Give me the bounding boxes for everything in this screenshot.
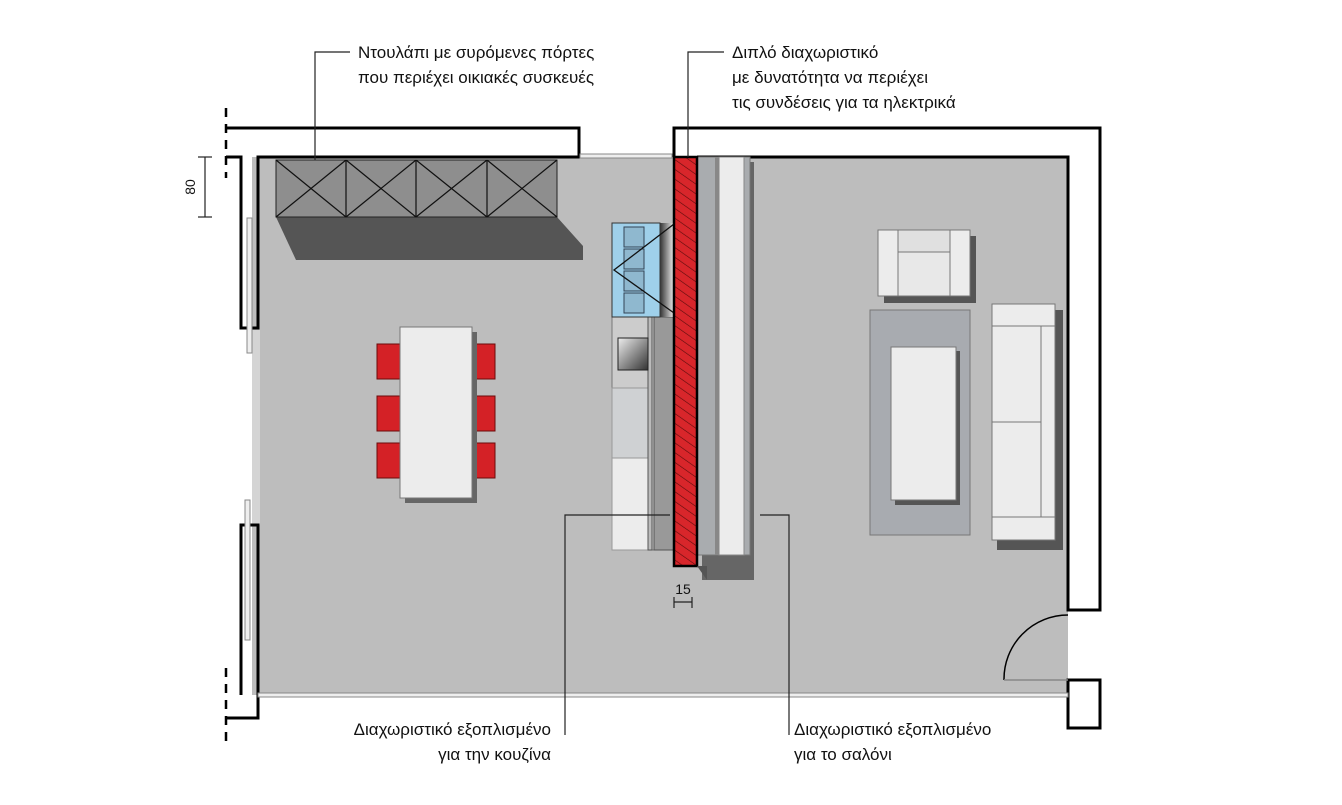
leader-lines — [314, 51, 790, 735]
living-cabinet — [696, 156, 754, 580]
kitchen-divider-label-line: για την κουζίνα — [438, 745, 551, 764]
dimension-80-label: 80 — [182, 179, 198, 195]
kitchen-divider-label-line: Διαχωριστικό εξοπλισμένο — [353, 720, 551, 739]
double-divider-label-line: τις συνδέσεις για τα ηλεκτρικά — [732, 93, 956, 112]
double-divider — [672, 155, 699, 568]
living-furniture — [869, 229, 1063, 550]
double-divider-label-line: με δυνατότητα να περιέχει — [732, 68, 928, 87]
double-divider-label-line: Διπλό διαχωριστικό — [732, 43, 879, 62]
double-divider-label: Διπλό διαχωριστικό με δυνατότητα να περι… — [732, 40, 956, 115]
wardrobe-label-line: Ντουλάπι με συρόμενες πόρτες — [358, 43, 595, 62]
dimension-15 — [673, 597, 693, 608]
walls — [226, 126, 1102, 730]
door — [1003, 614, 1069, 681]
living-divider-label: Διαχωριστικό εξοπλισμένο για το σαλόνι — [794, 717, 991, 767]
dining-set — [376, 326, 496, 503]
wardrobe-label-line: που περιέχει οικιακές συσκευές — [358, 68, 595, 87]
dimension-15-label: 15 — [675, 581, 691, 597]
dimension-80 — [198, 156, 212, 218]
kitchen-divider-label: Διαχωριστικό εξοπλισμένο για την κουζίνα — [354, 717, 551, 767]
windows — [244, 153, 1069, 698]
wardrobe — [275, 159, 583, 260]
kitchen-unit — [611, 222, 675, 551]
living-divider-label-line: Διαχωριστικό εξοπλισμένο — [794, 720, 992, 739]
living-divider-label-line: για το σαλόνι — [794, 745, 892, 764]
wardrobe-label: Ντουλάπι με συρόμενες πόρτες που περιέχε… — [358, 40, 594, 90]
